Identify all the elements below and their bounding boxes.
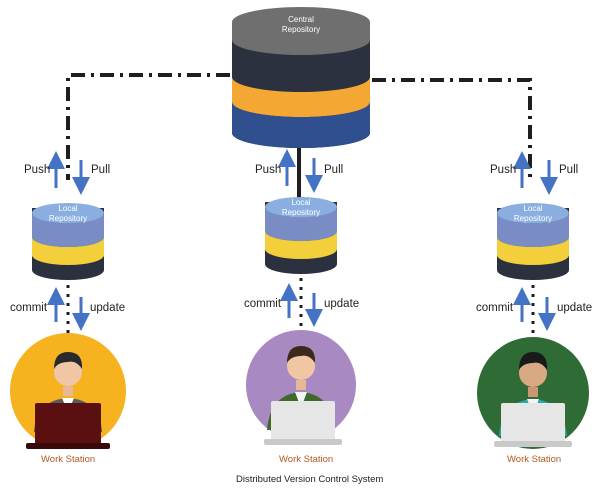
local-right-line1: Local [523, 204, 543, 213]
local-repository-center-cylinder [265, 197, 337, 274]
connector-right [372, 78, 532, 180]
local-repository-center-label: Local Repository [271, 198, 331, 218]
workstation-right-illustration [477, 337, 589, 449]
connector-lines [66, 73, 532, 180]
commit-label-left: commit [10, 302, 48, 314]
local-center-line2: Repository [281, 208, 321, 217]
central-repository-cylinder [232, 7, 370, 148]
central-line1: Central [288, 15, 314, 24]
workstation-left-illustration [10, 333, 126, 449]
local-repository-left-cylinder [32, 203, 104, 280]
local-left-line2: Repository [48, 214, 88, 223]
local-repository-right-label: Local Repository [503, 204, 563, 224]
workstation-center-illustration [246, 330, 356, 445]
pull-label-right: Pull [559, 164, 579, 176]
workstation-label-center: Work Station [279, 454, 334, 465]
local-repository-left-label: Local Repository [38, 204, 98, 224]
commit-label-center: commit [244, 298, 282, 310]
update-label-right: update [557, 302, 593, 314]
push-label-left: Push [24, 164, 51, 176]
update-label-left: update [90, 302, 126, 314]
local-left-line1: Local [58, 204, 78, 213]
local-repository-right-cylinder [497, 203, 569, 280]
diagram-caption: Distributed Version Control System [236, 474, 384, 485]
central-line2: Repository [281, 25, 321, 34]
local-center-line1: Local [291, 198, 311, 207]
pull-label-center: Pull [324, 164, 344, 176]
local-right-line2: Repository [513, 214, 553, 223]
push-label-center: Push [255, 164, 282, 176]
workstation-label-left: Work Station [41, 454, 96, 465]
push-label-right: Push [490, 164, 517, 176]
connector-left [66, 73, 230, 180]
commit-label-right: commit [476, 302, 514, 314]
update-label-center: update [324, 298, 360, 310]
central-repository-label: Central Repository [266, 15, 336, 35]
pull-label-left: Pull [91, 164, 111, 176]
workstation-label-right: Work Station [507, 454, 562, 465]
